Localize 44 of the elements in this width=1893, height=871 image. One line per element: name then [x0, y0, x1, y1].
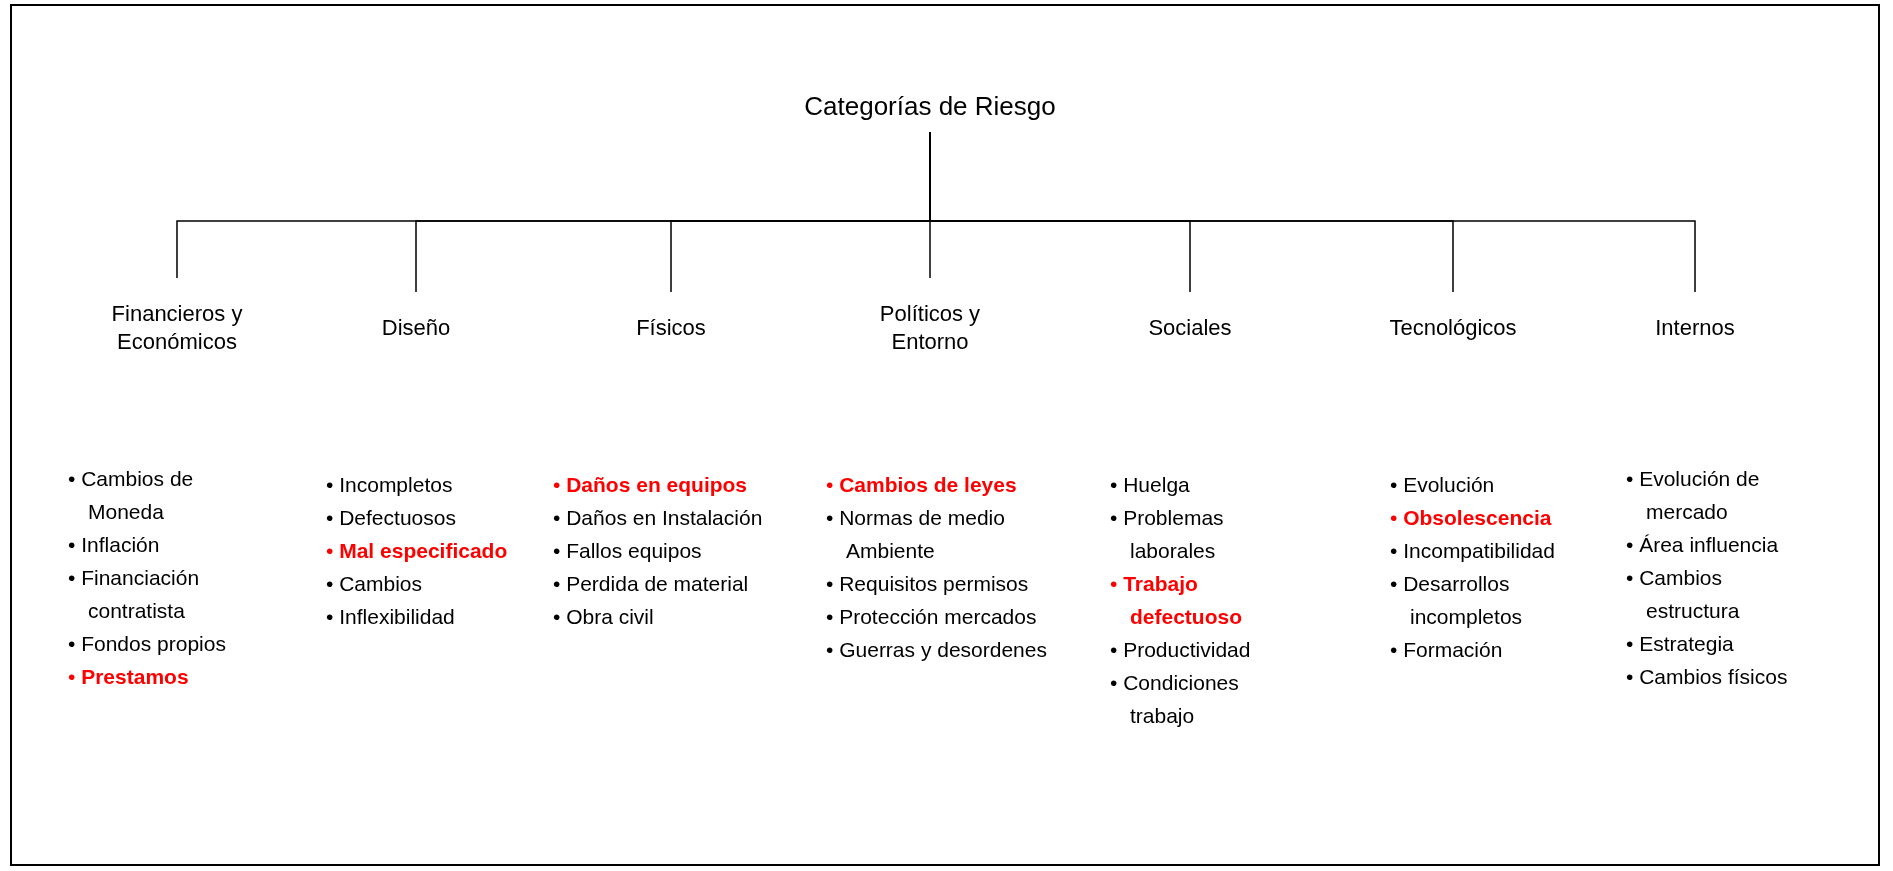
root-label: Categorías de Riesgo: [804, 92, 1056, 120]
list-item: • Cambios estructura: [1626, 565, 1741, 624]
list-item: • Fallos equipos: [553, 538, 703, 564]
list-item: • Productividad: [1110, 637, 1252, 663]
list-item: • Huelga: [1110, 472, 1191, 498]
list-item: • Evolución: [1390, 472, 1496, 498]
list-item: • Guerras y desordenes: [826, 637, 1048, 663]
list-item: • Daños en Instalación: [553, 505, 764, 531]
list-item: • Formación: [1390, 637, 1504, 663]
list-item: • Área influencia: [1626, 532, 1780, 558]
list-item: • Inflexibilidad: [326, 604, 456, 630]
list-item: • Desarrollos incompletos: [1390, 571, 1524, 630]
list-item: • Protección mercados: [826, 604, 1038, 630]
list-item: • Evolución de mercado: [1626, 466, 1761, 525]
category-label: Físicos: [635, 314, 707, 342]
list-item: • Problemas laborales: [1110, 505, 1225, 564]
list-item: • Fondos propios: [68, 631, 227, 657]
tree-connector: [929, 131, 1696, 293]
list-item: • Financiación contratista: [68, 565, 201, 624]
category-label: Tecnológicos: [1388, 314, 1518, 342]
list-item: • Requisitos permisos: [826, 571, 1030, 597]
list-item: • Condiciones trabajo: [1110, 670, 1240, 729]
list-item: • Inflación: [68, 532, 161, 558]
list-item: • Cambios físicos: [1626, 664, 1789, 690]
list-item: • Cambios de Moneda: [68, 466, 195, 525]
list-item: • Prestamos: [68, 664, 190, 690]
list-item: • Cambios de leyes: [826, 472, 1018, 498]
list-item: • Perdida de material: [553, 571, 750, 597]
category-label: Sociales: [1147, 314, 1233, 342]
list-item: • Daños en equipos: [553, 472, 749, 498]
list-item: • Incompatibilidad: [1390, 538, 1556, 564]
list-item: • Cambios: [326, 571, 424, 597]
list-item: • Incompletos: [326, 472, 454, 498]
category-label: Políticos y Entorno: [878, 300, 982, 356]
list-item: • Normas de medio Ambiente: [826, 505, 1006, 564]
list-item: • Obsolescencia: [1390, 505, 1553, 531]
list-item: • Defectuosos: [326, 505, 457, 531]
list-item: • Estrategia: [1626, 631, 1735, 657]
list-item: • Obra civil: [553, 604, 655, 630]
list-item: • Trabajo defectuoso: [1110, 571, 1243, 630]
category-label: Diseño: [380, 314, 452, 342]
category-label: Financieros y Económicos: [110, 300, 244, 356]
list-item: • Mal especificado: [326, 538, 509, 564]
category-label: Internos: [1654, 314, 1736, 342]
